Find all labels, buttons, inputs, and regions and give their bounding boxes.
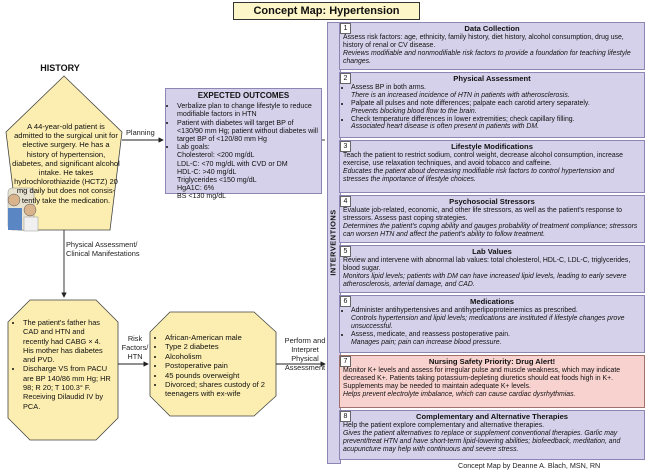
interventions-label-wrap: INTERVENTIONS	[327, 22, 339, 462]
intervention-title: Lifestyle Modifications	[451, 142, 533, 151]
intervention-body: Assess, medicate, and reassess postopera…	[351, 330, 510, 338]
intervention-rationale: Determines the patient's coping ability …	[343, 222, 638, 238]
intervention-body: Assess risk factors: age, ethnicity, fam…	[343, 33, 624, 49]
intervention-rationale: Educates the patient about decreasing mo…	[343, 167, 615, 183]
lab-goal: Triglycerides <150 mg/dL	[177, 176, 257, 185]
intervention-lab-values: 5 Lab Values Review and intervene with a…	[339, 245, 645, 293]
intervention-number: 7	[340, 356, 351, 367]
expected-outcomes-box: EXPECTED OUTCOMES Verbalize plan to chan…	[165, 88, 322, 200]
intervention-number: 3	[340, 141, 351, 152]
intervention-number: 8	[340, 411, 351, 422]
intervention-body: Palpate all pulses and note differences;…	[351, 99, 590, 107]
intervention-body: Monitor K+ levels and assess for irregul…	[343, 366, 621, 390]
intervention-data-collection: 1 Data Collection Assess risk factors: a…	[339, 22, 645, 70]
risk-item: Alcoholism	[165, 352, 276, 361]
clinical-manifestations: The patient's father has CAD and HTN and…	[14, 318, 112, 411]
edge-label-assessment: Physical Assessment/ Clinical Manifestat…	[66, 240, 140, 258]
intervention-body: Assess BP in both arms.	[351, 83, 426, 91]
risk-item: 45 pounds overweight	[165, 371, 276, 380]
outcomes-title: EXPECTED OUTCOMES	[197, 91, 290, 100]
risk-item: Postoperative pain	[165, 361, 276, 370]
clinical-octagon	[7, 299, 119, 441]
credit-line: Concept Map by Deanne A. Blach, MSN, RN	[458, 461, 601, 470]
intervention-rationale: Associated heart disease is often presen…	[351, 123, 540, 131]
intervention-alternative-therapies: 8 Complementary and Alternative Therapie…	[339, 410, 645, 460]
edge-label-perform: Perform and Interpret Physical Assessmen…	[284, 336, 326, 372]
intervention-body: Administer antihypertensives and antihyp…	[351, 306, 578, 314]
intervention-body: Teach the patient to restrict sodium, co…	[343, 151, 623, 167]
lab-goal: HDL-C: >40 mg/dL	[177, 167, 237, 176]
interventions-bar	[327, 22, 341, 464]
intervention-rationale: Controls hypertension and lipid levels; …	[351, 314, 625, 330]
intervention-number: 2	[340, 73, 351, 84]
edge-label-risk: Risk Factors/ HTN	[121, 334, 149, 361]
intervention-rationale: Manages pain; pain can increase blood pr…	[351, 338, 502, 346]
intervention-body: Check temperature differences in lower e…	[351, 115, 575, 123]
outcome-item: Patient with diabetes will target BP of …	[177, 119, 318, 144]
risk-item: Divorced; shares custody of 2 teenagers …	[165, 380, 276, 399]
intervention-lifestyle: 3 Lifestyle Modifications Teach the pati…	[339, 140, 645, 193]
edge-label-planning: Planning	[126, 128, 155, 137]
clinical-item: The patient's father has CAD and HTN and…	[23, 318, 112, 364]
intervention-title: Complementary and Alternative Therapies	[415, 412, 569, 421]
intervention-body: Help the patient explore complementary a…	[343, 421, 545, 429]
intervention-number: 6	[340, 296, 351, 307]
risk-item: African-American male	[165, 333, 276, 342]
interventions-label: INTERVENTIONS	[328, 208, 338, 276]
intervention-title: Lab Values	[472, 247, 512, 256]
lab-goal: BS <130 mg/dL	[177, 192, 227, 201]
intervention-number: 5	[340, 246, 351, 257]
intervention-title: Medications	[470, 297, 514, 306]
intervention-body: Evaluate job-related, economic, and othe…	[343, 206, 623, 222]
intervention-drug-alert: 7 Nursing Safety Priority: Drug Alert! M…	[339, 355, 645, 408]
lab-goal: Cholesterol: <200 mg/dL	[177, 151, 255, 160]
intervention-psychosocial: 4 Psychosocial Stressors Evaluate job-re…	[339, 195, 645, 243]
intervention-title: Data Collection	[464, 24, 520, 33]
intervention-medications: 6 Medications Administer antihypertensiv…	[339, 295, 645, 353]
intervention-rationale: There is an increased incidence of HTN i…	[351, 91, 570, 99]
intervention-title: Psychosocial Stressors	[449, 197, 535, 206]
intervention-rationale: Reviews modifiable and nonmodifiable ris…	[343, 49, 631, 65]
lab-goals: Cholesterol: <200 mg/dL LDL-C: <70 mg/dL…	[169, 151, 318, 200]
outcome-item: Lab goals:	[177, 143, 318, 151]
lab-goal: LDL-C: <70 mg/dL with CVD or DM	[177, 159, 288, 168]
intervention-title: Nursing Safety Priority: Drug Alert!	[428, 357, 556, 366]
intervention-rationale: Gives the patient alternatives to replac…	[343, 429, 621, 453]
intervention-number: 1	[340, 23, 351, 34]
intervention-rationale: Helps prevent electrolyte imbalance, whi…	[343, 390, 576, 398]
lab-goal: HgA1C: 6%	[177, 184, 215, 193]
risk-item: Type 2 diabetes	[165, 342, 276, 351]
outcome-item: Verbalize plan to change lifestyle to re…	[177, 102, 318, 118]
intervention-rationale: Monitors lipid levels; patients with DM …	[343, 272, 627, 288]
clinical-item: Discharge VS from PACU are BP 140/86 mm …	[23, 364, 112, 410]
intervention-rationale: Prevents blocking blood flow to the brai…	[351, 107, 477, 115]
intervention-body: Review and intervene with abnormal lab v…	[343, 256, 631, 272]
risk-factors: African-American male Type 2 diabetes Al…	[156, 333, 276, 399]
intervention-title: Physical Assessment	[453, 74, 531, 83]
history-label: HISTORY	[40, 63, 80, 73]
history-text: A 44-year-old patient is admitted to the…	[12, 122, 120, 205]
page-title: Concept Map: Hypertension	[233, 2, 420, 20]
risk-octagon	[149, 311, 277, 417]
intervention-physical-assessment: 2 Physical Assessment Assess BP in both …	[339, 72, 645, 138]
intervention-number: 4	[340, 196, 351, 207]
nurse-patient-illustration	[7, 187, 39, 232]
